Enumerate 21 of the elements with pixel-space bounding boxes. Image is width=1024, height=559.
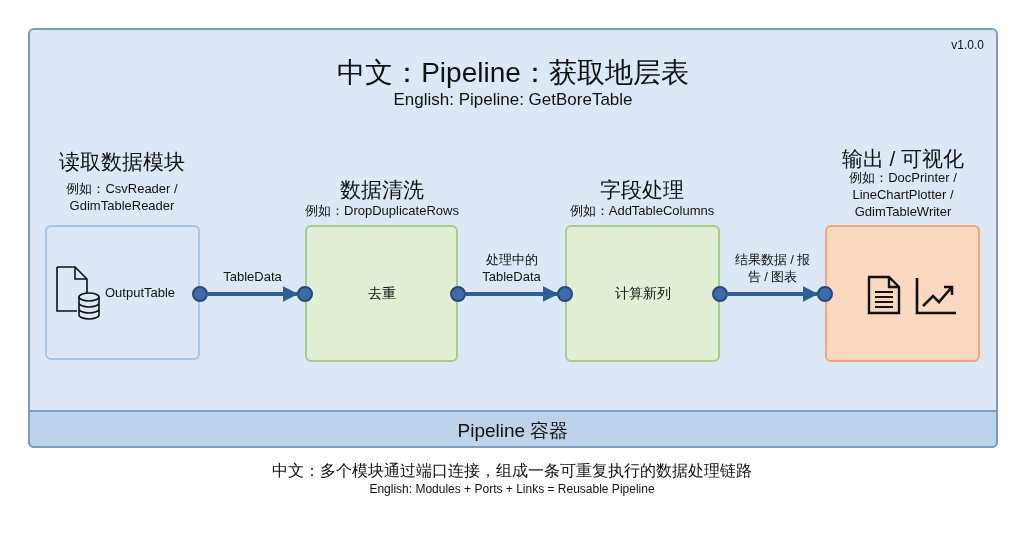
subtitle: English: Pipeline: GetBoreTable <box>392 90 634 110</box>
edge-label: 结果数据 / 报告 / 图表 <box>734 251 811 285</box>
module-heading: 字段处理 <box>599 177 685 203</box>
module-text: 去重 <box>366 285 397 303</box>
title: 中文：Pipeline：获取地层表 <box>336 56 690 90</box>
arrow <box>208 286 299 302</box>
caption-english: English: Modules + Ports + Links = Reusable Pipeline <box>368 482 656 496</box>
example-text: 例如：DropDuplicateRows <box>304 202 460 219</box>
example-text: 例如：CsvReader / GdimTableReader <box>65 180 179 214</box>
arrow <box>728 286 819 302</box>
example-text: 例如：DocPrinter / LineChartPlotter / GdimTableWriter <box>848 169 958 220</box>
container-label: Pipeline 容器 <box>456 419 570 443</box>
module-heading: 数据清洗 <box>339 177 425 203</box>
version-label: v1.0.0 <box>951 38 984 52</box>
module-text: 计算新列 <box>613 285 672 303</box>
example-text: 例如：AddTableColumns <box>568 202 716 219</box>
arrow <box>466 286 559 302</box>
caption: 中文：多个模块通过端口连接，组成一条可重复执行的数据处理链路 <box>271 461 753 481</box>
module-heading: 输出 / 可视化 <box>840 146 966 171</box>
port-name: OutputTable <box>105 285 176 300</box>
module-heading: 读取数据模块 <box>58 149 186 175</box>
